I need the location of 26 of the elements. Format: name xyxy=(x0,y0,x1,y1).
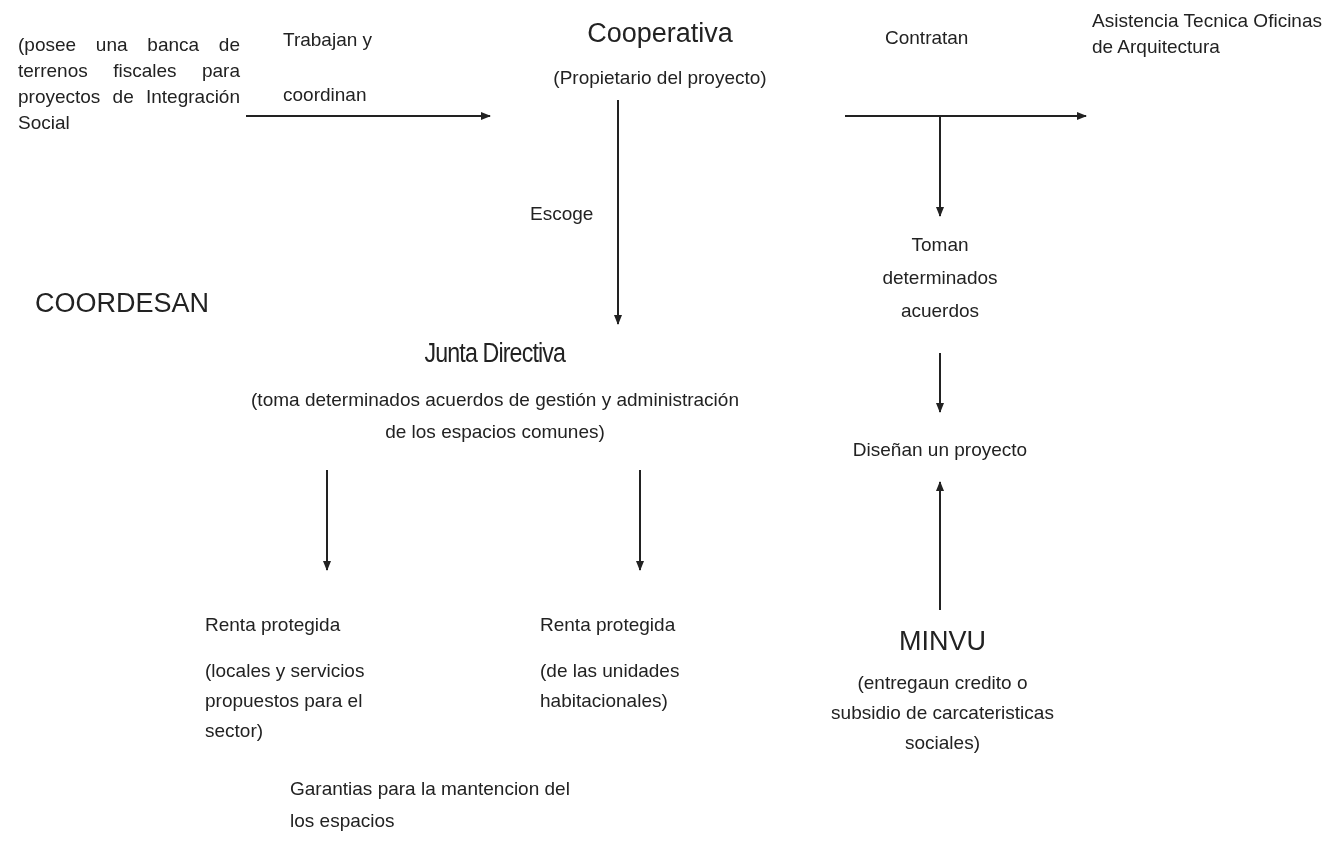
node-text: Renta protegida xyxy=(540,613,677,637)
node-description: (de las unidades habitacionales) xyxy=(540,659,681,713)
edge-label: Trabajan y coordinan xyxy=(283,28,374,107)
node-text: Renta protegida xyxy=(205,613,342,637)
arrow xyxy=(936,481,944,611)
node-text: Asistencia Tecnica Oficinas de Arquitectura xyxy=(1092,9,1322,59)
node-text: (posee una banca de terrenos fiscales para proyectos de Integración Social xyxy=(18,33,240,135)
arrow xyxy=(245,112,491,120)
node-description: (Propietario del proyecto) xyxy=(552,66,768,90)
node-description: (toma determinados acuerdos de gestión y administración de los espacios comunes) xyxy=(250,388,740,444)
arrow xyxy=(323,469,331,571)
arrow xyxy=(636,469,644,571)
node-title: Junta Directiva xyxy=(424,337,566,370)
node-title: MINVU xyxy=(899,625,986,658)
edge-label: Escoge xyxy=(530,202,595,226)
node-text: Diseñan un proyecto xyxy=(851,438,1029,462)
note-text: Garantias para la mantencion del los espacios xyxy=(290,777,571,833)
edge-label: Contratan xyxy=(885,26,970,50)
arrow xyxy=(844,115,944,217)
organization-label: COORDESAN xyxy=(35,287,211,320)
node-text: Toman determinados acuerdos xyxy=(881,233,999,323)
node-description: (locales y servicios propuestos para el sector) xyxy=(205,659,366,743)
arrow xyxy=(614,99,622,325)
node-description: (entregaun credito o subsidio de carcateristicas sociales) xyxy=(830,671,1055,755)
node-title: Cooperativa xyxy=(587,17,733,50)
arrow xyxy=(936,352,944,413)
